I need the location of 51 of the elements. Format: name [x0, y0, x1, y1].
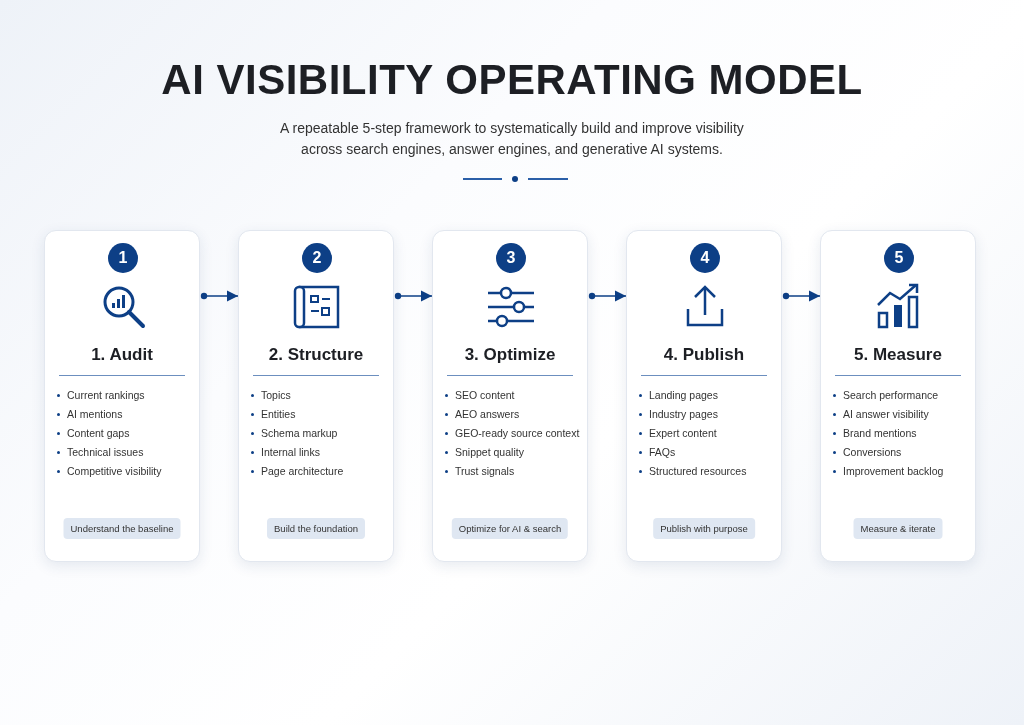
- step-tag: Understand the baseline: [63, 518, 181, 539]
- step-card: [432, 230, 588, 562]
- step-heading: 3. Optimize: [463, 345, 557, 365]
- step-card: [626, 230, 782, 562]
- arrow: [782, 290, 821, 302]
- bullet-item: Industry pages: [637, 408, 777, 421]
- step-heading: 1. Audit: [90, 345, 154, 365]
- bullet-item: Schema markup: [249, 427, 389, 440]
- bullet-item: Brand mentions: [831, 427, 971, 440]
- bullet-item: AEO answers: [443, 408, 583, 421]
- bullet-item: Landing pages: [637, 389, 777, 402]
- bullet-item: SEO content: [443, 389, 583, 402]
- bullet-item: Competitive visibility: [55, 465, 195, 478]
- bullet-item: Current rankings: [55, 389, 195, 402]
- bullet-item: Technical issues: [55, 446, 195, 459]
- bullet-item: Internal links: [249, 446, 389, 459]
- bullet-item: Entities: [249, 408, 389, 421]
- page-title: AI VISIBILITY OPERATING MODEL: [160, 56, 864, 104]
- bullet-item: Trust signals: [443, 465, 583, 478]
- arrow: [200, 290, 239, 302]
- step-number-badge: 4: [690, 243, 720, 273]
- bullet-item: Improvement backlog: [831, 465, 971, 478]
- step-heading: 2. Structure: [267, 345, 365, 365]
- bullet-item: AI answer visibility: [831, 408, 971, 421]
- bullet-item: Page architecture: [249, 465, 389, 478]
- bullet-item: Expert content: [637, 427, 777, 440]
- bullet-item: Structured resources: [637, 465, 777, 478]
- step-heading: 4. Publish: [662, 345, 746, 365]
- step-number-badge: 5: [884, 243, 914, 273]
- step-tag: Build the foundation: [267, 518, 365, 539]
- bullet-item: Content gaps: [55, 427, 195, 440]
- step-number-badge: 1: [108, 243, 138, 273]
- step-heading: 5. Measure: [853, 345, 943, 365]
- arrow: [588, 290, 627, 302]
- bullet-item: Topics: [249, 389, 389, 402]
- step-card: [820, 230, 976, 562]
- subtitle: A repeatable 5-step framework to systematically build and improve visibility across search engines, answer engines, and generative AI systems.: [279, 119, 745, 159]
- step-number-badge: 3: [496, 243, 526, 273]
- arrow: [394, 290, 433, 302]
- bullet-item: FAQs: [637, 446, 777, 459]
- bullet-item: AI mentions: [55, 408, 195, 421]
- step-number-badge: 2: [302, 243, 332, 273]
- bullet-item: GEO-ready source context: [443, 427, 583, 440]
- step-tag: Measure & iterate: [853, 518, 943, 539]
- bullet-item: Snippet quality: [443, 446, 583, 459]
- bullet-item: Search performance: [831, 389, 971, 402]
- bullet-item: Conversions: [831, 446, 971, 459]
- step-card: [238, 230, 394, 562]
- step-card: [44, 230, 200, 562]
- step-tag: Publish with purpose: [653, 518, 755, 539]
- step-tag: Optimize for AI & search: [451, 518, 569, 539]
